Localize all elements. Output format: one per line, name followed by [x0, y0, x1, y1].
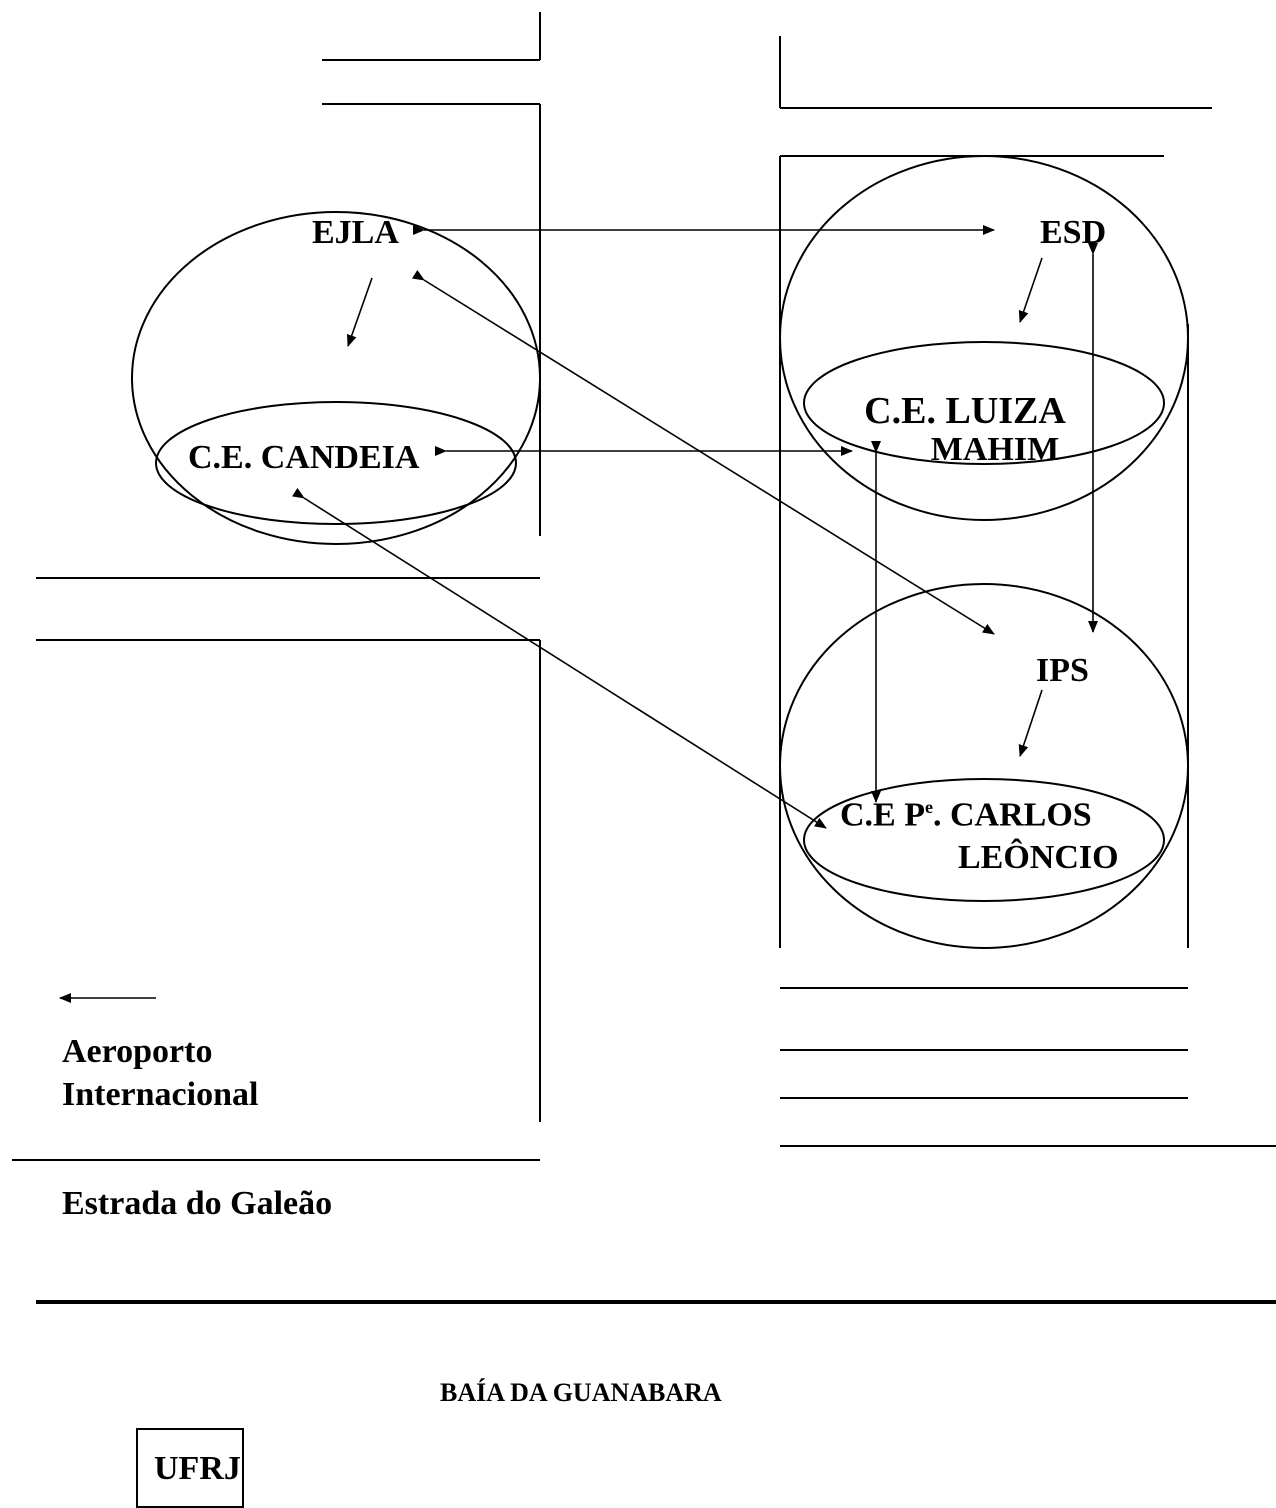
airport-label-line1: Aeroporto	[62, 1033, 213, 1070]
ips-label: IPS	[1036, 652, 1089, 689]
carlos-ellipse	[803, 778, 1165, 902]
ufrj-box: UFRJ	[136, 1428, 244, 1508]
airport-label-line2: Internacional	[62, 1076, 259, 1113]
bay-label: BAÍA DA GUANABARA	[440, 1378, 722, 1407]
carlos-label-line2: LEÔNCIO	[958, 839, 1119, 877]
ejla-region	[131, 211, 541, 545]
carlos-prefix: C.E P	[840, 796, 925, 834]
luiza-label-line1: C.E. LUIZA	[864, 390, 1066, 432]
ejla-ips-arrow	[412, 269, 995, 635]
connection-arrows	[59, 225, 1098, 1003]
airport-label: Aeroporto Internacional	[62, 1035, 258, 1112]
ips-carlos-arrow	[1018, 689, 1043, 757]
candeia-carlos-arrow	[292, 487, 827, 829]
ips-region	[779, 583, 1189, 949]
ejla-label: EJLA	[312, 214, 399, 251]
luiza-label-line2: MAHIM	[930, 431, 1060, 468]
carlos-label: C.E Pe. CARLOS LEÔNCIO	[840, 798, 1119, 875]
carlos-rest: . CARLOS	[933, 796, 1092, 834]
street-lines	[12, 12, 1276, 1161]
esd-label: ESD	[1040, 214, 1107, 251]
candeia-label: C.E. CANDEIA	[188, 439, 420, 476]
carlos-superscript: e	[925, 797, 933, 817]
luiza-label: C.E. LUIZA MAHIM	[840, 392, 1090, 467]
ufrj-label: UFRJ	[154, 1450, 241, 1487]
ejla-candeia-arrow	[346, 277, 373, 347]
road-label: Estrada do Galeão	[62, 1185, 333, 1222]
esd-luiza-arrow	[1018, 257, 1043, 323]
carlos-label-line1: C.E Pe. CARLOS	[840, 798, 1119, 832]
